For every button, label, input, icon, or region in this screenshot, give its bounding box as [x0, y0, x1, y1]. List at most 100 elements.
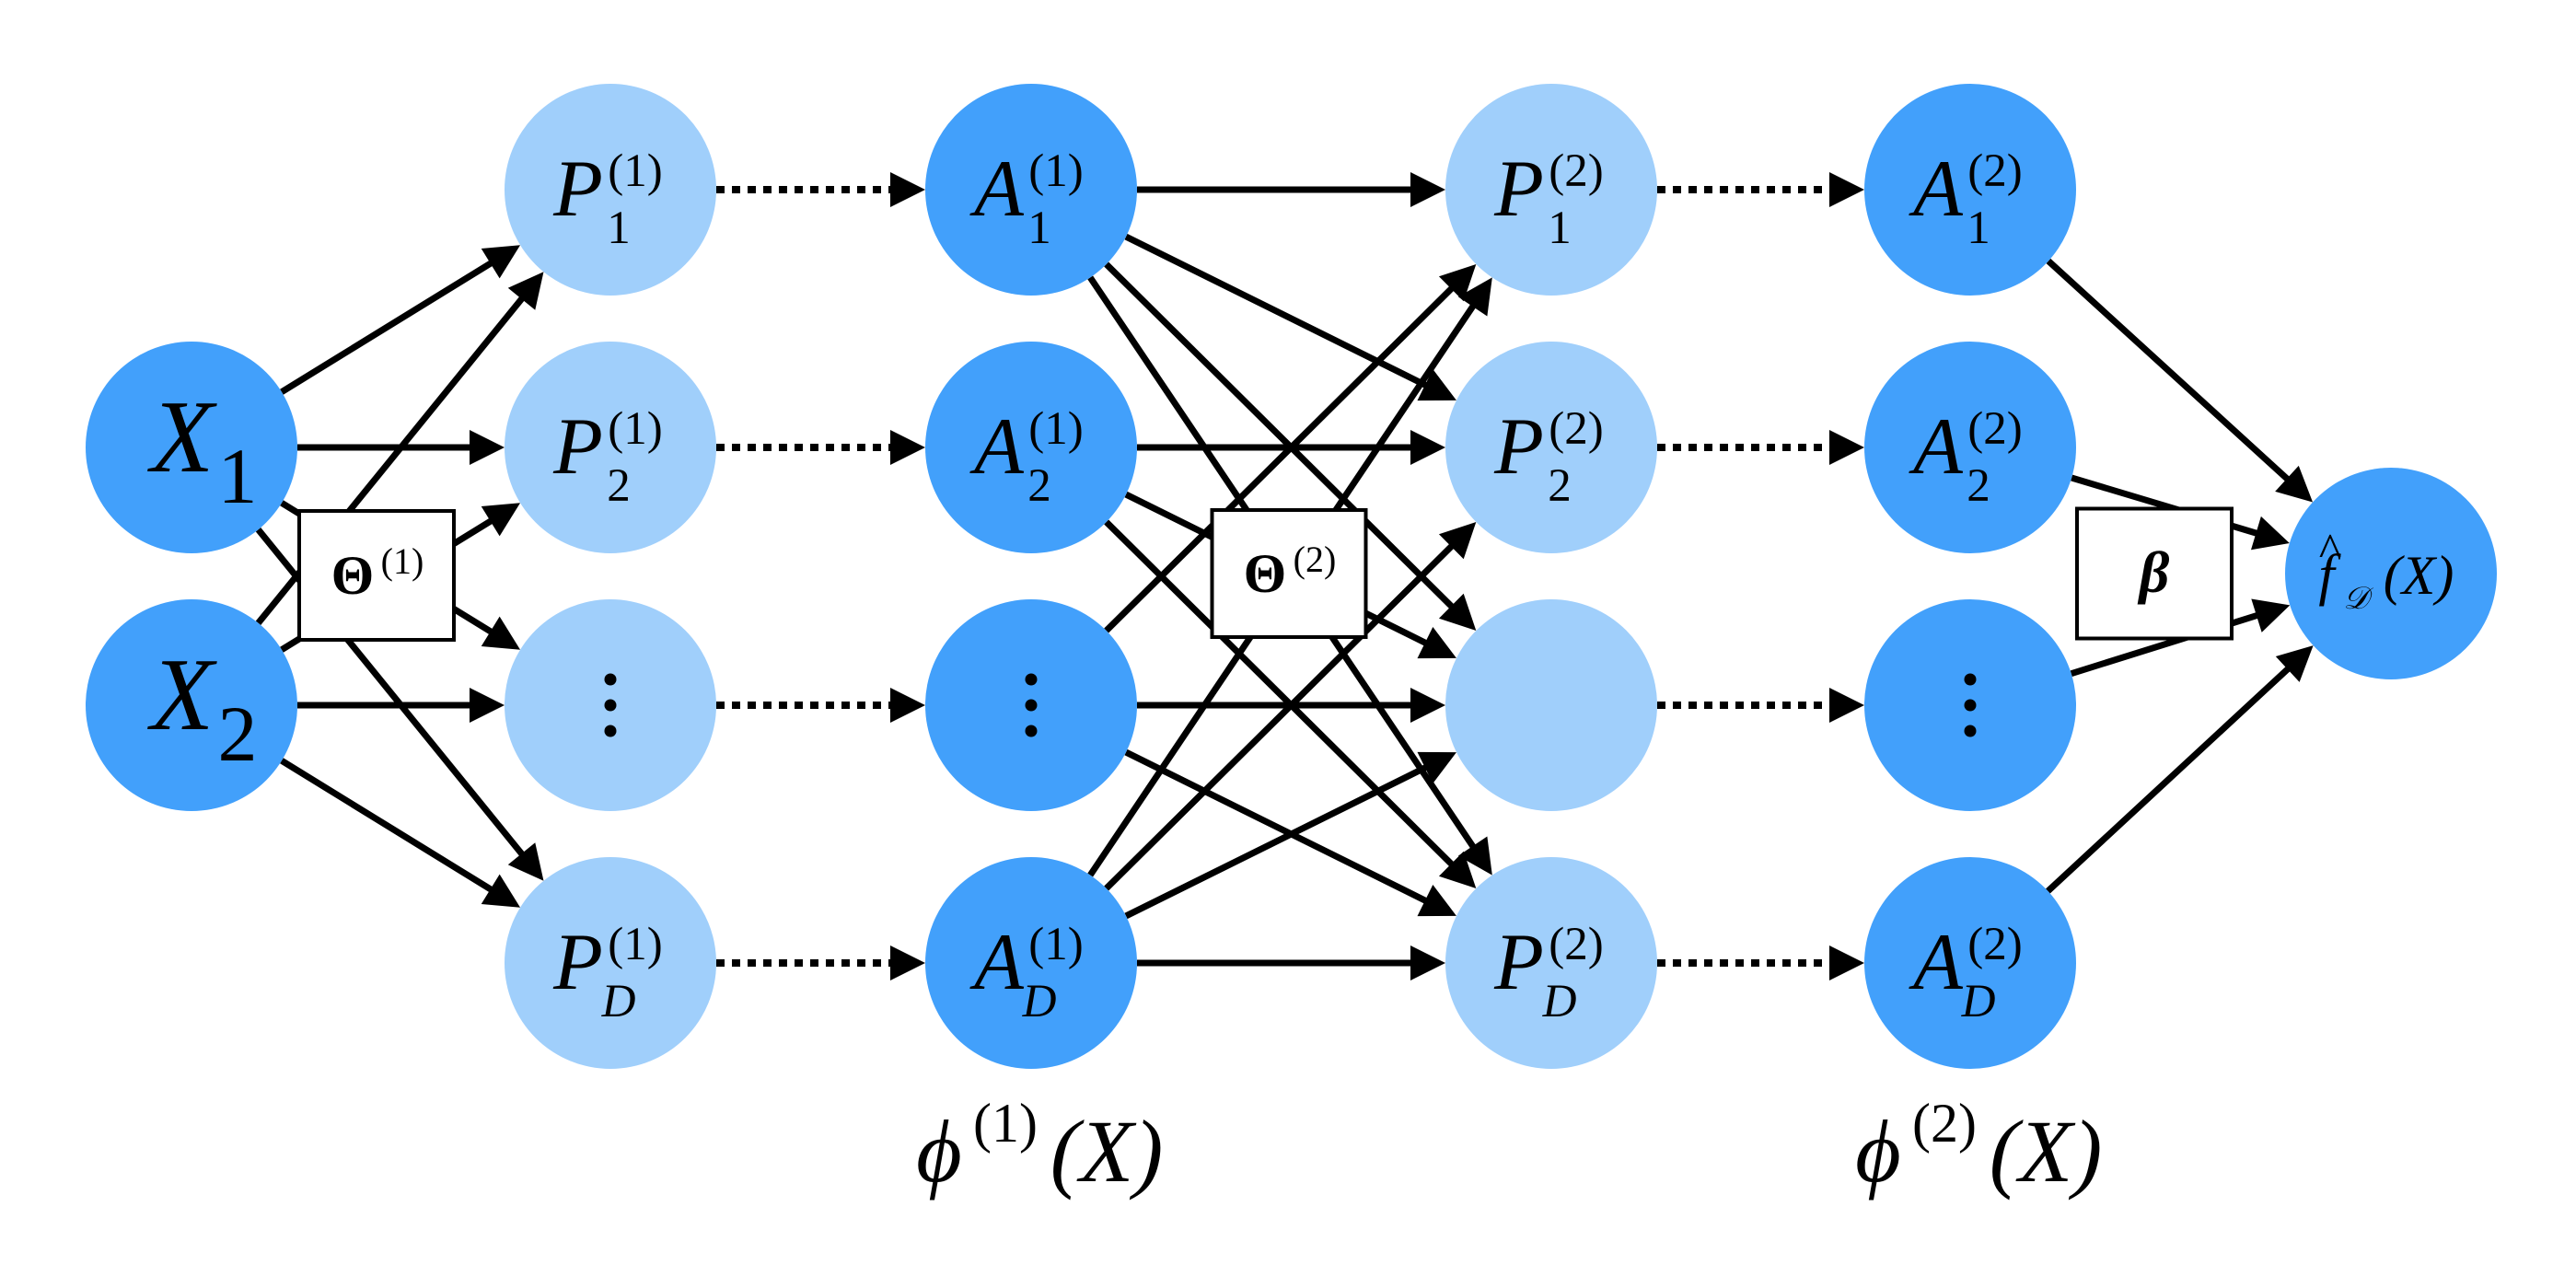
node-P1_D-subscript: D	[601, 976, 636, 1027]
theta-2-box-superscript: (2)	[1294, 539, 1337, 580]
node-A1_2-symbol: A	[969, 402, 1025, 492]
ellipsis-dot	[1964, 673, 1977, 686]
node-circle	[1864, 342, 2076, 553]
node-A1_D: A(1) D	[925, 857, 1137, 1069]
arrowhead-A2_2-to-OUT	[2250, 516, 2290, 551]
arrowhead-A1_1-to-P2_3	[1438, 593, 1477, 632]
arrowhead-A1_3-to-P2_D	[1417, 885, 1456, 917]
output-hat: ^	[2319, 525, 2341, 577]
edge-X2-to-P1_D	[280, 758, 494, 893]
node-A2_2-symbol: A	[1909, 402, 1964, 492]
node-circle	[1864, 84, 2076, 296]
node-P2_1: P(2)1	[1445, 84, 1657, 296]
feature-label-layer-1-phi: ϕ	[916, 1102, 962, 1201]
arrowhead-A1_2-to-P2_3	[1417, 627, 1456, 659]
edge-A2_1-to-OUT	[2046, 258, 2291, 482]
ellipsis-dot	[1025, 725, 1038, 737]
node-P2_D-subscript: D	[1542, 976, 1577, 1027]
arrowhead-X2-to-P1_2	[481, 503, 521, 537]
node-A1_D-subscript: D	[1022, 976, 1057, 1027]
node-P2_3	[1445, 599, 1657, 811]
arrowhead-P2_D-to-A2_D	[1829, 945, 1864, 980]
node-circle	[1445, 857, 1657, 1069]
arrowhead-P1_1-to-A1_1	[890, 172, 925, 207]
node-circle	[505, 342, 716, 553]
node-A1_D-superscript: (1)	[1028, 919, 1084, 970]
arrowhead-P1_D-to-A1_D	[890, 945, 925, 980]
edge-A1_1-to-P2_3	[1104, 261, 1456, 610]
node-circle	[1445, 342, 1657, 553]
arrowhead-X1-to-P1_2	[470, 430, 505, 465]
output-node: f^𝒟(X)	[2285, 468, 2497, 679]
node-A1_1-superscript: (1)	[1028, 145, 1084, 197]
edge-A2_D-to-OUT	[2046, 666, 2292, 894]
ellipsis-dot	[604, 673, 617, 686]
node-A2_3	[1864, 599, 2076, 811]
node-P1_D: P(1)D	[505, 857, 716, 1069]
node-circle	[925, 342, 1137, 553]
arrowhead-A1_1-to-P2_2	[1417, 369, 1456, 401]
arrowhead-X2-to-P1_D	[481, 874, 521, 908]
ellipsis-dot	[1025, 699, 1038, 712]
node-circle	[505, 84, 716, 296]
arrowhead-A1_1-to-P2_D	[1457, 836, 1492, 876]
node-A1_3	[925, 599, 1137, 811]
edge-A1_D-to-P2_2	[1104, 542, 1456, 891]
feature-label-layer-1-superscript: (1)	[973, 1093, 1038, 1154]
input-symbol: X	[147, 380, 218, 494]
edge-A1_1-to-P2_2	[1124, 233, 1429, 389]
arrowhead-A1_D-to-P2_2	[1438, 521, 1477, 560]
node-P2_D: P(2)D	[1445, 857, 1657, 1069]
theta-2-box: Θ(2)	[1210, 508, 1368, 639]
node-P2_2-superscript: (2)	[1549, 403, 1604, 455]
node-circle	[925, 84, 1137, 296]
arrowhead-A1_2-to-P2_2	[1410, 430, 1445, 465]
edge-A1_D-to-P2_3	[1124, 763, 1429, 920]
node-A2_1-superscript: (2)	[1967, 145, 2023, 197]
arrowhead-P2_3-to-A2_3	[1829, 688, 1864, 723]
feature-labels-layer: ϕ(1)(X)ϕ(2)(X)	[916, 1093, 2102, 1201]
input-subscript: 2	[218, 690, 258, 778]
arrowhead-P2_2-to-A2_2	[1829, 430, 1864, 465]
arrowhead-A1_2-to-P2_D	[1438, 851, 1477, 889]
feature-label-layer-2-phi: ϕ	[1855, 1102, 1901, 1201]
arrowhead-A2_D-to-OUT	[2275, 645, 2314, 682]
theta-2-box-symbol: Θ	[1244, 543, 1287, 604]
theta-1-box-symbol: Θ	[331, 545, 375, 606]
node-P2_1-symbol: P	[1493, 145, 1544, 234]
node-P2_1-subscript: 1	[1548, 203, 1572, 254]
node-A1_1: A(1)1	[925, 84, 1137, 296]
edge-A1_3-to-P2_1	[1104, 284, 1456, 633]
input-symbol: X	[147, 638, 218, 752]
arrowhead-A1_3-to-P2_1	[1438, 263, 1477, 302]
arrowhead-P1_3-to-A1_3	[890, 688, 925, 723]
node-A1_D-symbol: A	[969, 918, 1025, 1007]
feature-label-layer-2-superscript: (2)	[1912, 1093, 1977, 1154]
node-P1_1: P(1)1	[505, 84, 716, 296]
node-A2_2-subscript: 2	[1967, 460, 1990, 512]
node-P1_2-symbol: P	[552, 402, 603, 492]
ellipsis-dot	[1964, 725, 1977, 737]
node-P1_2-subscript: 2	[607, 460, 631, 512]
arrowhead-A1_D-to-P2_3	[1417, 751, 1456, 783]
node-A2_1-subscript: 1	[1967, 203, 1990, 254]
node-P1_2: P(1)2	[505, 342, 716, 553]
node-circle	[86, 599, 297, 811]
node-P2_2-symbol: P	[1493, 402, 1544, 492]
ellipsis-dot	[1964, 699, 1977, 712]
node-A1_2-superscript: (1)	[1028, 403, 1084, 455]
arrowhead-X1-to-P1_1	[481, 245, 521, 279]
node-A1_1-subscript: 1	[1027, 203, 1051, 254]
node-A2_2-superscript: (2)	[1967, 403, 2023, 455]
node-circle	[505, 857, 716, 1069]
feature-label-layer-1-argument: (X)	[1050, 1102, 1164, 1201]
node-P1_1-superscript: (1)	[608, 145, 663, 197]
beta-box: β	[2075, 506, 2234, 641]
node-circle	[925, 857, 1137, 1069]
arrowhead-A1_D-to-P2_D	[1410, 945, 1445, 980]
edge-A1_2-to-P2_D	[1104, 519, 1456, 868]
node-P1_D-symbol: P	[552, 918, 603, 1007]
